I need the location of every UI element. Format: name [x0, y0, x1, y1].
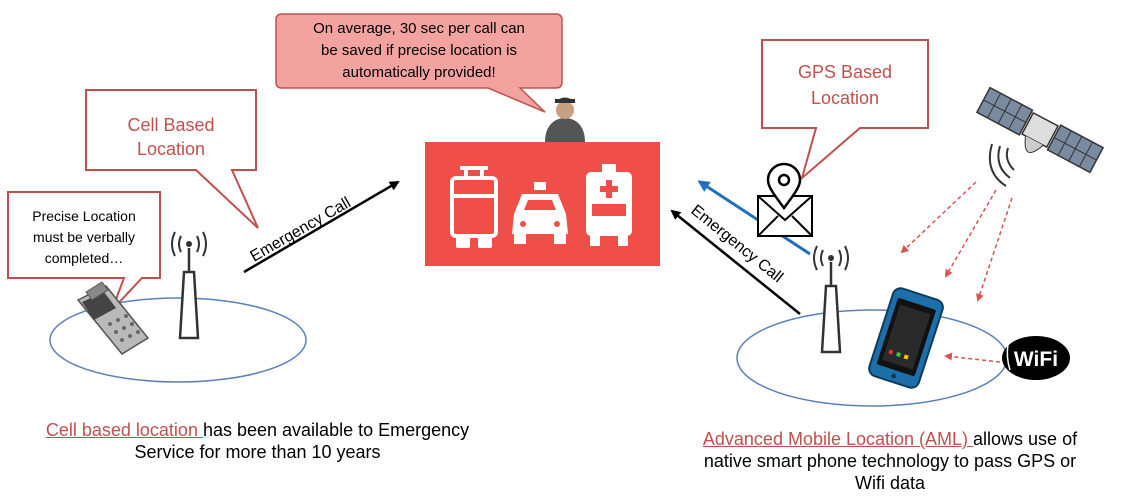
- precise-callout-line1: Precise Location: [32, 208, 136, 224]
- police-car-icon: [512, 182, 568, 244]
- location-data-arrow: [697, 180, 811, 256]
- satellite-signal-arrow-3: [976, 197, 1013, 302]
- left-caption-text2: Service for more than 10 years: [134, 442, 381, 462]
- cell-based-callout-line2: Location: [137, 139, 205, 159]
- cell-based-callout: [85, 89, 259, 229]
- right-cell-tower-icon: [813, 245, 849, 354]
- satellite-signal-icon: [988, 143, 1015, 187]
- center-callout: [275, 13, 563, 113]
- operator-icon: [545, 97, 585, 142]
- right-caption-text2: native smart phone technology to pass GP…: [703, 451, 1077, 471]
- precise-callout-line3: completed…: [45, 250, 124, 266]
- left-cell-tower-icon: [171, 231, 207, 340]
- precise-callout-line2: must be verbally: [33, 229, 135, 245]
- wifi-badge-label: WiFi: [1014, 348, 1058, 371]
- location-envelope-icon: [757, 162, 813, 237]
- left-coverage-ellipse: [49, 297, 307, 383]
- fire-truck-icon: [450, 166, 498, 248]
- gps-based-callout-line1: GPS Based: [798, 62, 892, 82]
- cell-based-location-link[interactable]: Cell based location: [45, 420, 203, 440]
- center-callout-line3: automatically provided!: [342, 64, 495, 81]
- right-caption: Advanced Mobile Location (AML) allows us…: [655, 428, 1125, 494]
- right-caption-text3: Wifi data: [854, 473, 926, 493]
- right-emergency-call-arrow: [670, 209, 801, 315]
- right-caption-text1: allows use of: [973, 429, 1078, 449]
- satellite-icon: [975, 86, 1105, 174]
- left-emergency-call-arrow: [243, 180, 400, 274]
- gps-based-callout-line2: Location: [811, 88, 879, 108]
- center-callout-line1: On average, 30 sec per call can: [313, 20, 525, 37]
- gps-based-callout: [761, 39, 929, 181]
- left-caption: Cell based location has been available t…: [0, 419, 515, 463]
- precise-location-callout: [7, 191, 161, 311]
- wifi-badge-icon: WiFi: [1002, 336, 1070, 380]
- left-caption-text1: has been available to Emergency: [202, 420, 470, 440]
- aml-link[interactable]: Advanced Mobile Location (AML): [702, 429, 974, 449]
- left-emergency-call-label: Emergency Call: [248, 194, 354, 265]
- wifi-signal-arrow: [944, 352, 1001, 363]
- smartphone-icon: [868, 287, 944, 389]
- center-callout-line2: be saved if precise location is: [321, 42, 517, 59]
- flip-phone-icon: [76, 281, 150, 355]
- satellite-signal-arrow-2: [944, 189, 997, 278]
- satellite-signal-arrow-1: [900, 181, 977, 254]
- ambulance-icon: [586, 164, 632, 246]
- cell-based-callout-line1: Cell Based: [127, 115, 214, 135]
